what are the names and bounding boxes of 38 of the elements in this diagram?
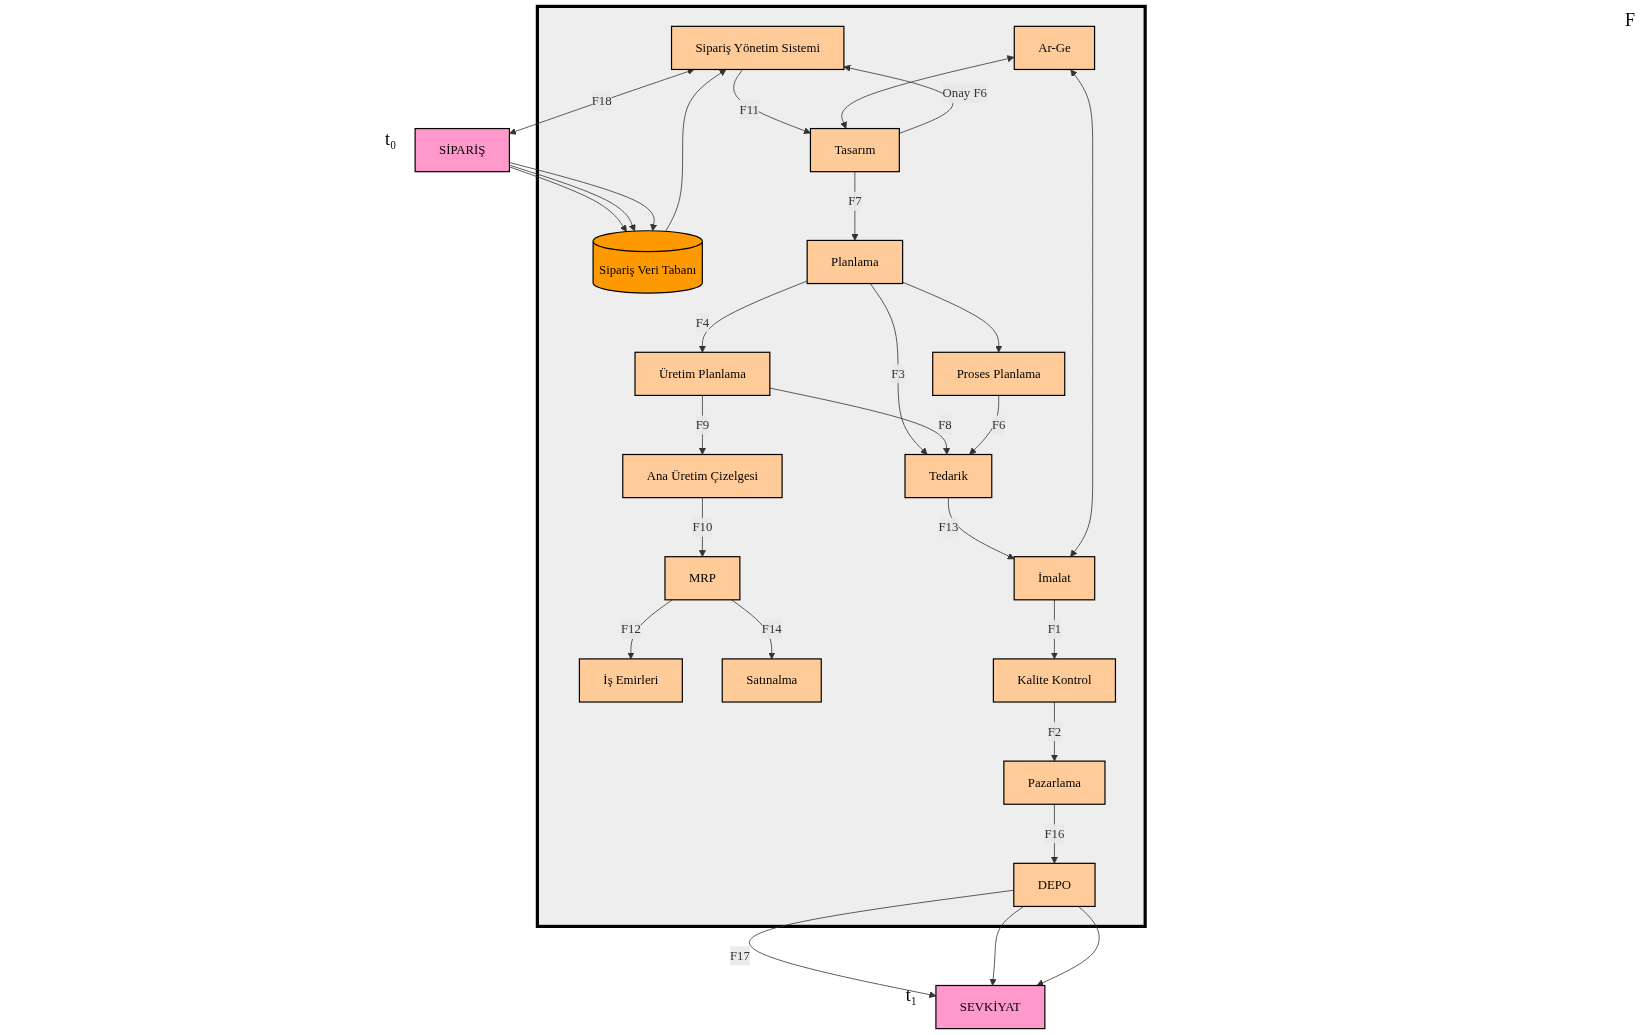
edge-label: F3: [891, 366, 905, 381]
edge-label: F8: [938, 417, 952, 432]
edge-label: F12: [620, 622, 641, 636]
edge-label: F17: [729, 948, 750, 963]
node-box: Ana Üretim Çizelgesi: [622, 453, 783, 499]
flow-label: F: [1625, 10, 1635, 31]
node-box: Üretim Planlama: [634, 351, 771, 396]
edge-label: F1: [1047, 622, 1062, 636]
time-label: t₁: [905, 985, 918, 1007]
node-box: İmalat: [1013, 556, 1096, 601]
edge-label: Onay F6: [942, 86, 987, 100]
edge-label: F18: [591, 93, 612, 108]
edge-label: F16: [1044, 826, 1065, 841]
edge-label: F10: [692, 519, 713, 534]
edge-label: F6: [991, 417, 1006, 432]
node-box: Tasarım: [809, 127, 900, 173]
node-box: Kalite Kontrol: [992, 658, 1116, 703]
node-box: SEVKİYAT: [935, 984, 1046, 1030]
edge-label: F4: [695, 315, 710, 330]
edge-label: F14: [761, 622, 782, 636]
edge-label: F7: [848, 194, 862, 208]
node-box: İş Emirleri: [578, 658, 683, 703]
node-box: Satınalma: [721, 658, 822, 703]
node-box: SİPARİŞ: [414, 127, 510, 173]
node-box: Planlama: [806, 239, 904, 285]
cluster: [535, 4, 1147, 928]
node-box: MRP: [664, 556, 741, 601]
node-box: Sipariş Yönetim Sistemi: [670, 25, 845, 71]
edge-label: F9: [695, 417, 710, 432]
node-box: Proses Planlama: [932, 351, 1066, 396]
edge-label: F13: [938, 519, 959, 534]
node-box: Ar-Ge: [1013, 25, 1095, 71]
edge-label: F11: [739, 102, 759, 116]
node-box: Pazarlama: [1003, 760, 1106, 805]
node-box: Tedarik: [904, 453, 993, 499]
edge-label: F2: [1047, 724, 1062, 738]
node-box: DEPO: [1013, 862, 1096, 908]
time-label: t₀: [384, 128, 397, 150]
